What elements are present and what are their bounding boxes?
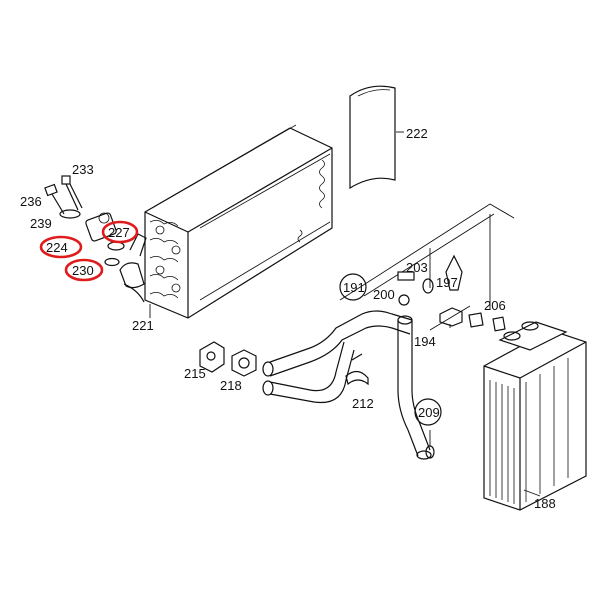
label-239: 239 <box>30 216 52 231</box>
heater-core <box>483 321 587 511</box>
label-200: 200 <box>373 287 395 302</box>
label-188: 188 <box>534 496 556 511</box>
label-197: 197 <box>436 275 458 290</box>
part-labels: 222 233 236 239 227 224 230 221 191 203 … <box>20 126 556 511</box>
label-222: 222 <box>406 126 428 141</box>
leader-lines <box>149 131 541 497</box>
air-duct <box>349 85 396 190</box>
small-fittings <box>397 254 506 332</box>
label-215: 215 <box>184 366 206 381</box>
label-209: 209 <box>418 405 440 420</box>
label-230: 230 <box>72 263 94 278</box>
label-206: 206 <box>484 298 506 313</box>
label-218: 218 <box>220 378 242 393</box>
highlight-marks <box>39 220 139 282</box>
callout-circle-191 <box>339 273 367 301</box>
highlight-230 <box>64 258 104 282</box>
pipe-clamps <box>199 341 369 386</box>
heater-pipes <box>262 310 432 460</box>
label-227: 227 <box>108 225 130 240</box>
expansion-valve <box>85 212 147 303</box>
label-212: 212 <box>352 396 374 411</box>
label-194: 194 <box>414 334 436 349</box>
highlight-224 <box>39 235 83 259</box>
bracket-lines <box>339 203 515 331</box>
highlight-227 <box>101 220 139 244</box>
label-224: 224 <box>46 240 68 255</box>
label-191: 191 <box>343 280 365 295</box>
label-203: 203 <box>406 260 428 275</box>
evaporator-fins <box>149 220 181 299</box>
callout-circle-209 <box>414 398 442 426</box>
label-221: 221 <box>132 318 154 333</box>
label-233: 233 <box>72 162 94 177</box>
bolts <box>44 175 83 219</box>
label-236: 236 <box>20 194 42 209</box>
evaporator-core <box>144 124 333 319</box>
